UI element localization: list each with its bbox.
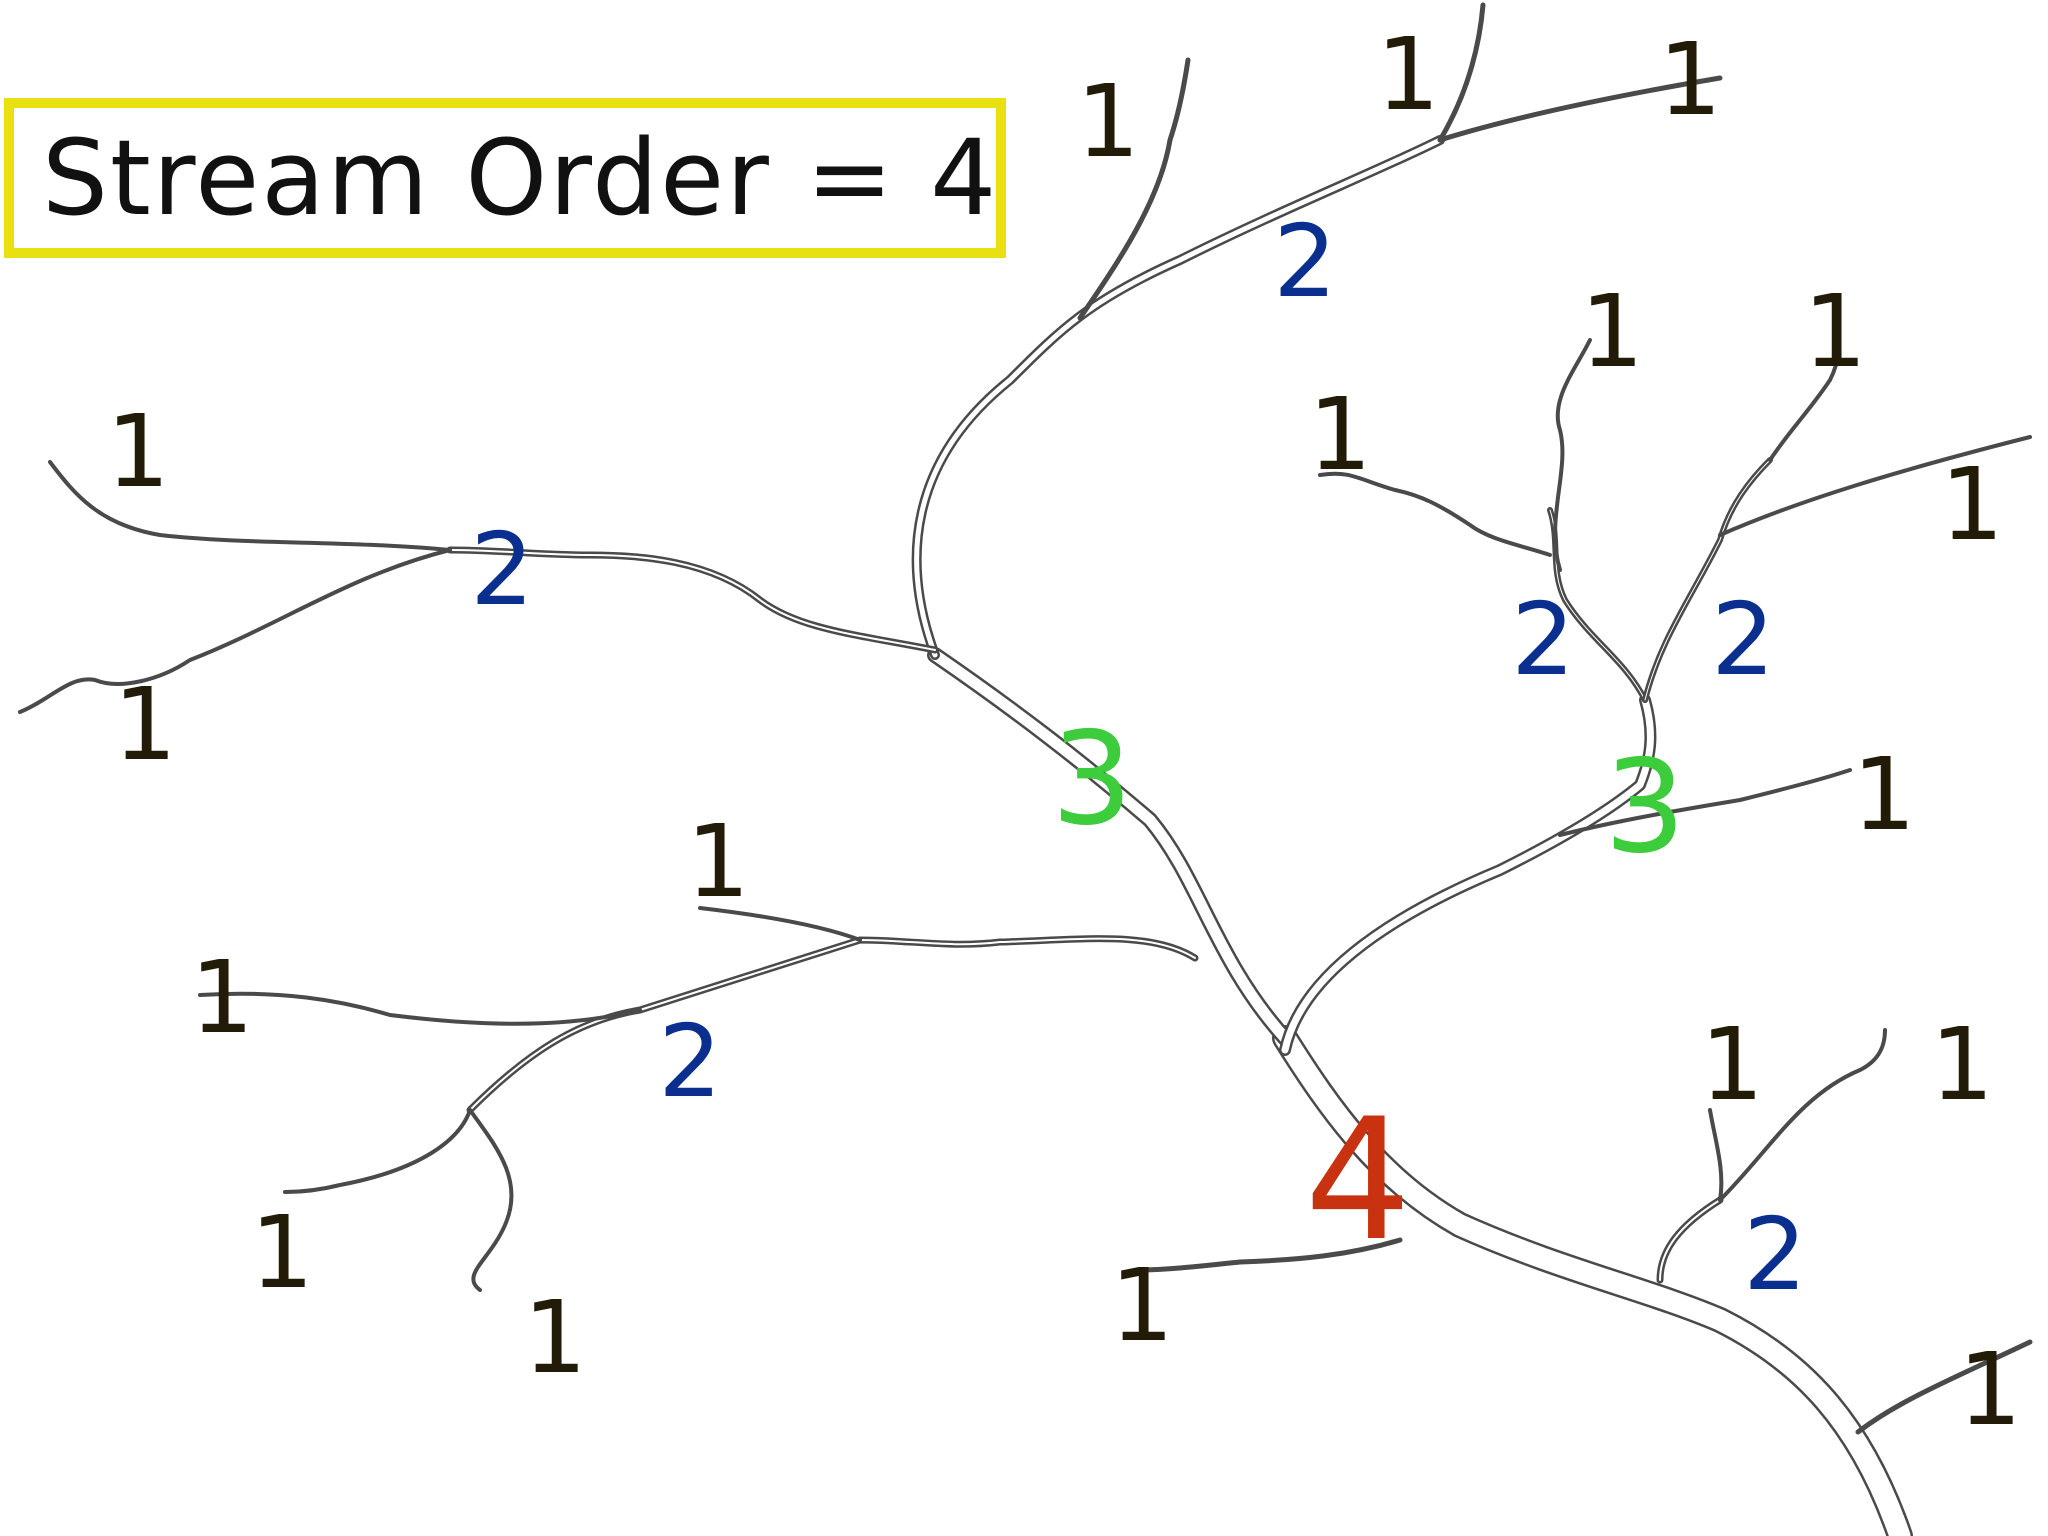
stream-order-2-right-lower-channel (1659, 1199, 1721, 1281)
order-1-label: 1 (1076, 63, 1140, 180)
order-2-label: 2 (1273, 203, 1337, 320)
stream-order-3-left-channel (929, 649, 1291, 1044)
order-1-label: 1 (686, 803, 750, 920)
stream-order-3-right (1279, 694, 1657, 1056)
stream-order-1-lower-b (198, 991, 642, 1026)
order-1-label: 1 (1930, 1006, 1994, 1123)
stream-order-2-left-channel (449, 549, 936, 651)
order-1-label: 1 (1700, 1006, 1764, 1123)
order-1-label: 1 (1580, 273, 1644, 390)
order-1-label: 1 (1658, 21, 1722, 138)
stream-order-2-upper-channel (914, 137, 1443, 658)
order-1-label: 1 (1110, 1247, 1174, 1364)
stream-order-1-left-a (48, 460, 452, 552)
stream-order-1-right-b1 (1768, 328, 1841, 462)
stream-order-1-right-bottom (1855, 1339, 2033, 1435)
stream-order-3-right-channel (1281, 696, 1654, 1054)
stream-order-1-right-b2 (1718, 435, 2032, 537)
order-2-label: 2 (1711, 581, 1775, 698)
order-2-label: 2 (1743, 1196, 1807, 1313)
order-3-label: 3 (1604, 733, 1686, 882)
stream-order-2-lower-channel (469, 937, 1196, 1111)
order-1-label: 1 (523, 1279, 587, 1396)
stream-order-1-bottom (1137, 1237, 1403, 1273)
stream-order-1-right-a2 (1553, 338, 1592, 572)
stream-order-1-top-c (1437, 75, 1723, 143)
order-1-label: 1 (1376, 16, 1440, 133)
stream-order-1-top-a (1077, 57, 1191, 321)
stream-order-1-right-lower-b (1718, 1028, 1887, 1202)
stream-order-1-top-b (1437, 2, 1486, 143)
order-1-label: 1 (113, 666, 177, 783)
order-1-label: 1 (250, 1194, 314, 1311)
stream-order-2-lower (466, 935, 1199, 1114)
stream-order-1-right-a1 (1318, 471, 1552, 557)
order-2-label: 2 (470, 511, 534, 628)
trunk-order-4-channel (1274, 1027, 1911, 1536)
order-1-label: 1 (1958, 1331, 2022, 1448)
title: Stream Order = 4 (42, 117, 999, 239)
stream-order-1-lower-a (698, 906, 862, 942)
order-1-label: 1 (1308, 376, 1372, 493)
stream-order-1-lower-c (283, 1108, 472, 1194)
stream-order-1-lower-d (468, 1108, 514, 1292)
order-4-label: 4 (1304, 1082, 1412, 1278)
title-box: Stream Order = 4 (4, 98, 1006, 258)
stream-order-2-right-lower (1656, 1196, 1724, 1284)
order-1-label: 1 (1852, 736, 1916, 853)
stream-order-1-right-c (1558, 768, 1852, 837)
order-1-label: 1 (1803, 273, 1867, 390)
stream-order-1-right-lower-a (1708, 1108, 1724, 1202)
order-1-label: 1 (190, 939, 254, 1056)
order-2-label: 2 (1511, 581, 1575, 698)
order-1-label: 1 (106, 393, 170, 510)
order-2-label: 2 (658, 1003, 722, 1120)
order-1-label: 1 (1940, 446, 2004, 563)
stream-order-1-left-b (18, 548, 452, 714)
stream-order-2-right-b-channel (1644, 459, 1771, 701)
order-3-label: 3 (1051, 705, 1133, 854)
